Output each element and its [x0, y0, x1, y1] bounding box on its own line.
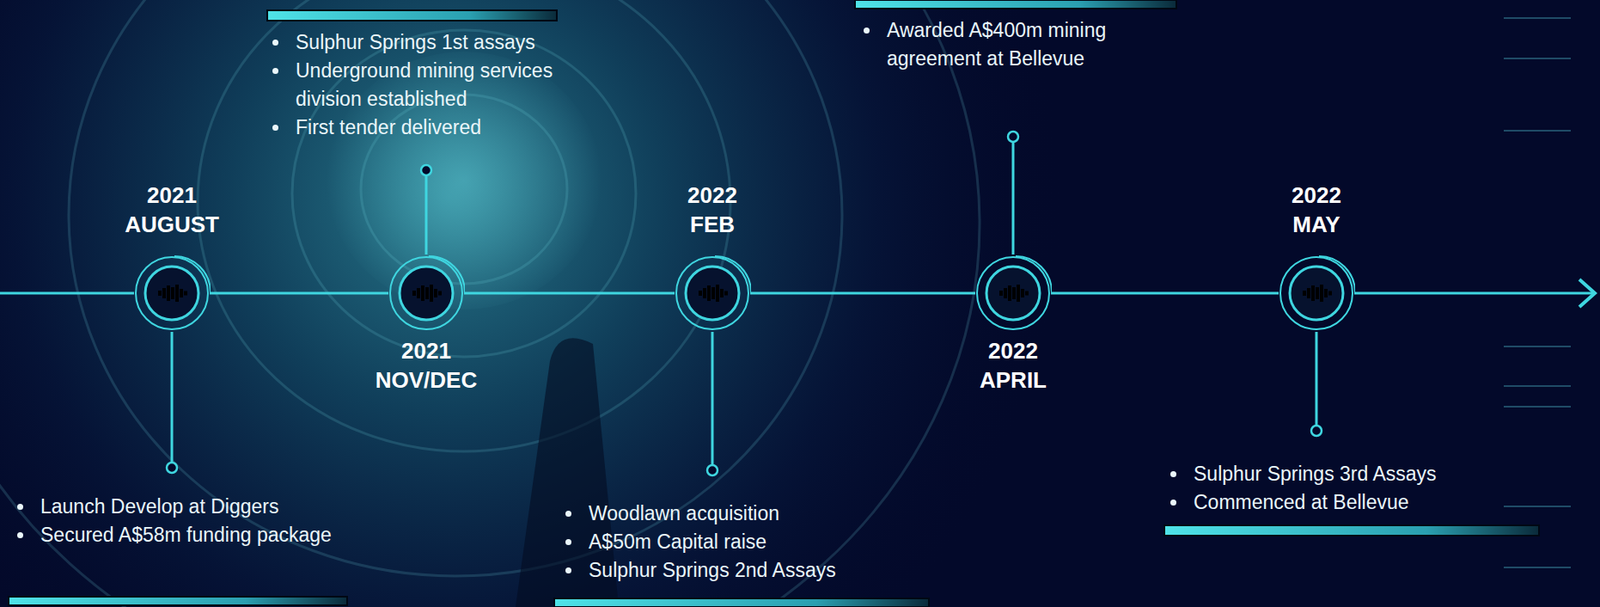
milestone-item: Sulphur Springs 1st assays	[295, 28, 616, 57]
bullet-dot	[1170, 470, 1177, 477]
milestone-item: Sulphur Springs 3rd Assays	[1193, 459, 1437, 489]
milestone-item: Commenced at Bellevue	[1193, 488, 1410, 517]
timeline-marker: 2022 APRIL	[974, 254, 1052, 332]
timeline-segment	[209, 293, 389, 294]
date-heading: 2021 AUGUST	[124, 180, 220, 239]
bullet-dot	[272, 67, 279, 74]
timeline-segment	[1050, 293, 1279, 294]
bullet-dot	[272, 39, 279, 46]
bullet-dot	[565, 538, 572, 545]
timeline-segment	[750, 293, 976, 294]
marker-circle	[673, 254, 752, 332]
date-heading: 2022 APRIL	[979, 335, 1047, 395]
bullet-dot	[17, 503, 24, 510]
milestone-item: Sulphur Springs 2nd Assays	[588, 555, 837, 585]
milestone-item: Awarded A$400m mining agreement at Belle…	[886, 16, 1149, 74]
timeline-marker: 2022 FEB	[673, 254, 752, 332]
milestone-item: Underground mining services division est…	[295, 56, 616, 114]
milestone-item: Woodlawn acquisition	[588, 499, 780, 528]
bullet-dot	[565, 510, 572, 517]
bullet-dot	[565, 567, 572, 574]
timeline-segment	[464, 293, 675, 294]
milestone-item: Launch Develop at Diggers	[40, 492, 342, 521]
timeline-marker: 2021 AUGUST	[133, 254, 211, 332]
marker-circle	[974, 254, 1052, 332]
timeline-marker: 2021 NOV/DEC	[387, 254, 465, 332]
bullet-dot	[17, 531, 24, 538]
date-heading: 2022 MAY	[1291, 180, 1342, 239]
date-heading: 2022 FEB	[687, 180, 738, 239]
date-heading: 2021 NOV/DEC	[375, 335, 477, 395]
milestone-item: First tender delivered	[295, 113, 616, 142]
timeline-marker: 2022 MAY	[1277, 254, 1356, 332]
milestone-item: Secured A$58m funding package	[40, 520, 342, 550]
marker-circle	[1277, 254, 1356, 332]
milestone-item: A$50m Capital raise	[588, 527, 767, 556]
bullet-dot	[272, 124, 279, 131]
marker-circle	[387, 254, 465, 332]
marker-circle	[133, 254, 211, 332]
bullet-dot	[1170, 499, 1177, 506]
bullet-dot	[863, 27, 870, 34]
